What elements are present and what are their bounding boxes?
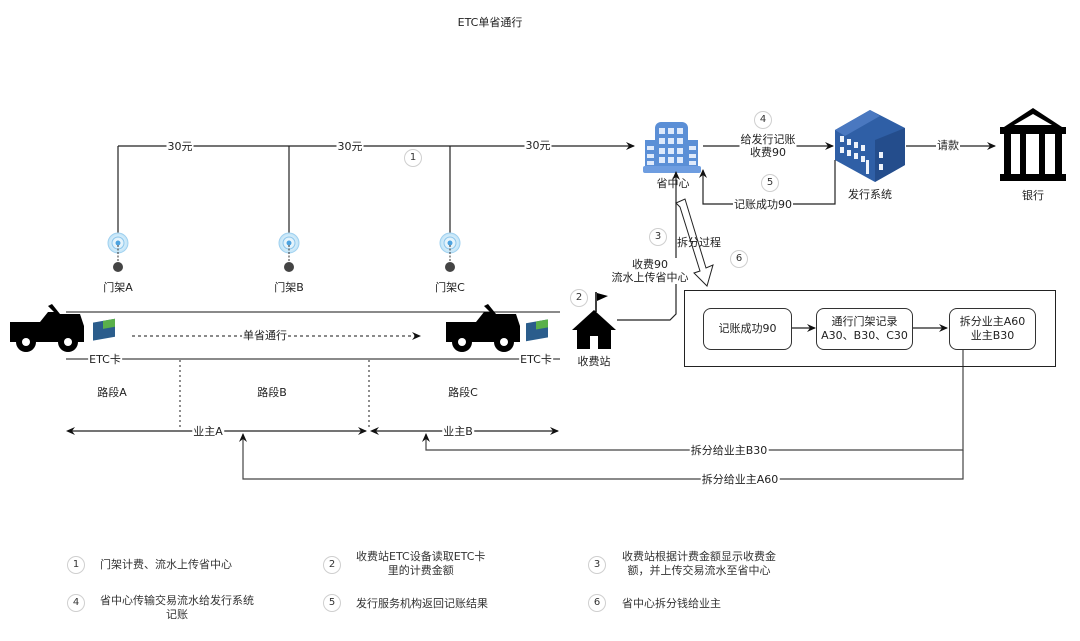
step-badge-4: 4 xyxy=(754,111,772,129)
issuer-system-label: 发行系统 xyxy=(848,188,892,201)
segment-label-a: 路段A xyxy=(97,386,127,399)
owner-label-a: 业主A xyxy=(192,425,224,438)
process-box-gantry-records: 通行门架记录 A30、B30、C30 xyxy=(816,308,913,350)
legend-text-6: 省中心拆分钱给业主 xyxy=(622,597,721,610)
travel-label: 单省通行 xyxy=(242,329,288,342)
office-building-icon xyxy=(643,122,701,173)
split-a-label: 拆分给业主A60 xyxy=(700,473,780,486)
step-badge-5: 5 xyxy=(761,174,779,192)
split-process-container xyxy=(684,290,1056,367)
isometric-building-icon xyxy=(835,110,905,182)
road-lines xyxy=(66,311,560,430)
etc-card-label: ETC卡 xyxy=(519,353,553,366)
legend-text-1: 门架计费、流水上传省中心 xyxy=(100,558,232,571)
antenna-icon xyxy=(278,232,300,272)
legend-text-2: 收费站ETC设备读取ETC卡 里的计费金额 xyxy=(356,550,486,577)
antenna-icon xyxy=(107,232,129,272)
bank-icon xyxy=(1000,108,1066,181)
process-box-split-owners: 拆分业主A60 业主B30 xyxy=(949,308,1036,350)
step-badge-1: 1 xyxy=(404,149,422,167)
gantry-label-a: 门架A xyxy=(103,281,133,294)
split-process-arrow xyxy=(675,198,714,287)
request-payment-label: 请款 xyxy=(936,139,960,152)
etc-card-icon xyxy=(93,318,115,341)
gantry-fee-lines xyxy=(117,142,635,235)
gantry-label-b: 门架B xyxy=(274,281,304,294)
antenna-icon xyxy=(439,232,461,272)
step4-label: 给发行记账 收费90 xyxy=(739,133,797,159)
legend-badge-1: 1 xyxy=(67,556,85,574)
legend-badge-5: 5 xyxy=(323,594,341,612)
legend-badge-6: 6 xyxy=(588,594,606,612)
jeep-icon xyxy=(446,304,520,352)
fee-label: 30元 xyxy=(524,139,552,152)
legend-badge-4: 4 xyxy=(67,594,85,612)
legend-text-5: 发行服务机构返回记账结果 xyxy=(356,597,488,610)
house-flag-icon xyxy=(572,292,616,349)
province-center-label: 省中心 xyxy=(656,177,690,190)
fee-label: 30元 xyxy=(336,140,364,153)
step5-label: 记账成功90 xyxy=(733,198,793,211)
step3-label: 收费90 流水上传省中心 xyxy=(610,258,690,284)
segment-label-c: 路段C xyxy=(448,386,478,399)
segment-label-b: 路段B xyxy=(257,386,287,399)
jeep-icon xyxy=(10,304,84,352)
legend-text-4: 省中心传输交易流水给发行系统 记账 xyxy=(100,594,254,621)
fee-label: 30元 xyxy=(166,140,194,153)
bank-label: 银行 xyxy=(1022,189,1044,202)
step-badge-2: 2 xyxy=(570,289,588,307)
toll-station-label: 收费站 xyxy=(577,355,611,368)
step-badge-6: 6 xyxy=(730,250,748,268)
gantry-label-c: 门架C xyxy=(435,281,465,294)
etc-card-label: ETC卡 xyxy=(88,353,122,366)
split-process-label: 拆分过程 xyxy=(677,236,721,249)
process-box-booked: 记账成功90 xyxy=(703,308,792,350)
owner-label-b: 业主B xyxy=(442,425,474,438)
legend-badge-2: 2 xyxy=(323,556,341,574)
split-b-label: 拆分给业主B30 xyxy=(689,444,769,457)
etc-card-icon xyxy=(526,319,548,342)
diagram-title: ETC单省通行 xyxy=(457,16,523,29)
legend-text-3: 收费站根据计费金额显示收费金 额，并上传交易流水至省中心 xyxy=(622,550,776,577)
step-badge-3: 3 xyxy=(649,228,667,246)
legend-badge-3: 3 xyxy=(588,556,606,574)
